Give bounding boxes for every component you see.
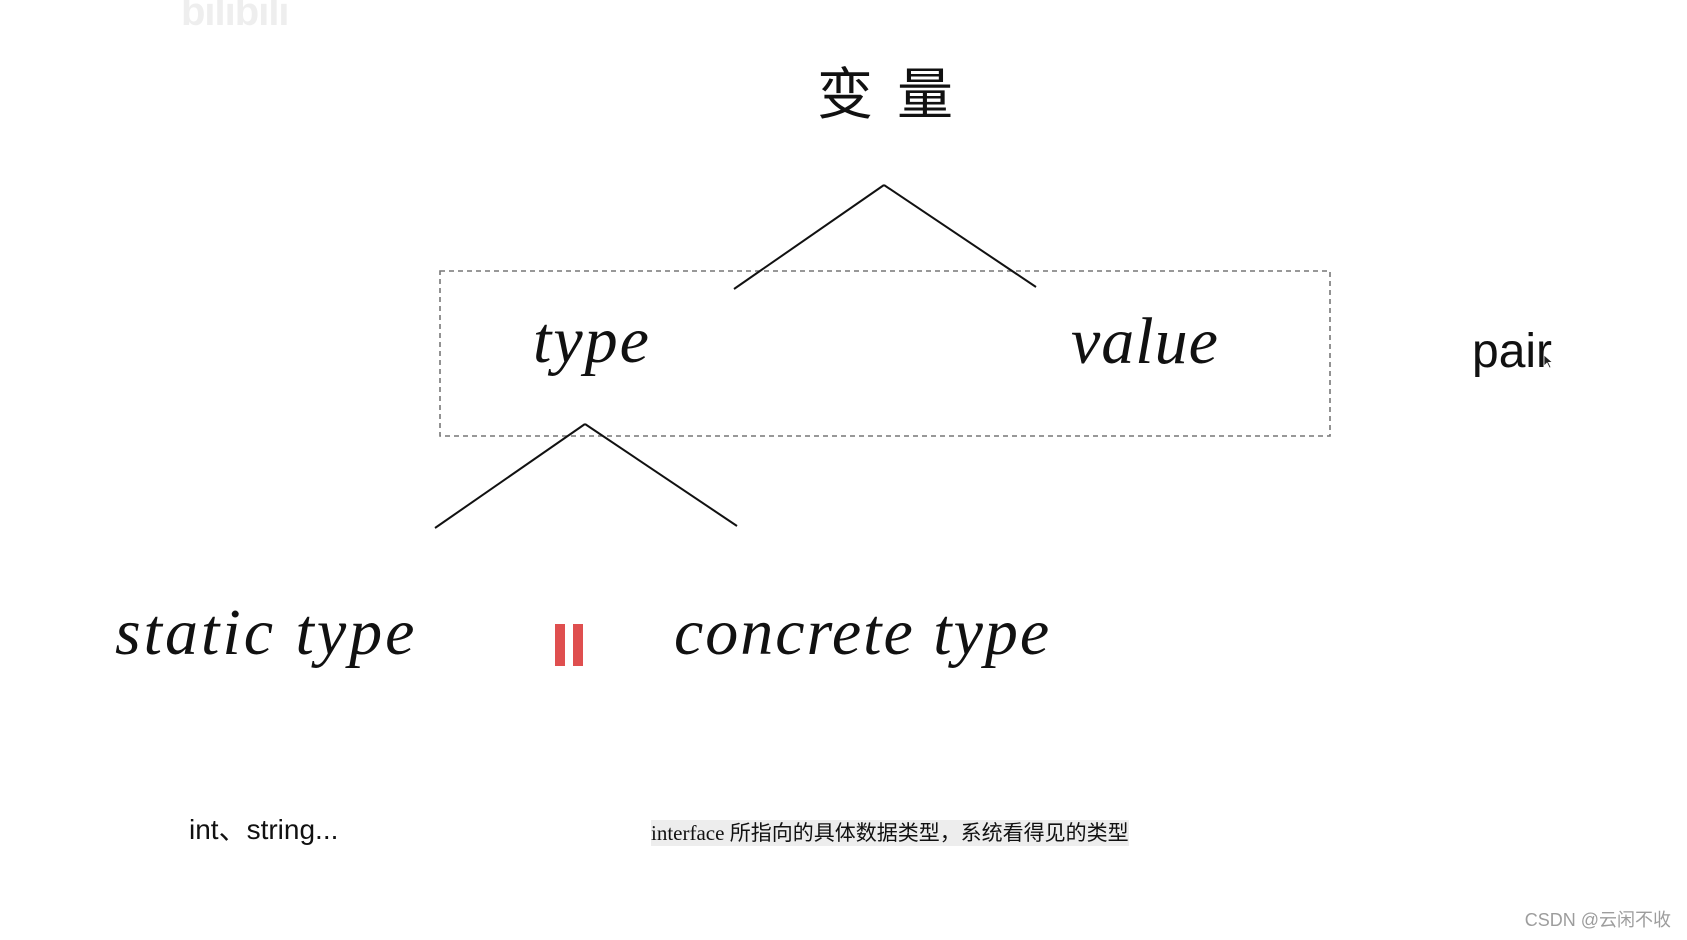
concrete-type-caption: interface 所指向的具体数据类型，系统看得见的类型 xyxy=(651,820,1129,846)
bilibili-watermark-logo: bilibili xyxy=(181,0,290,34)
value-node: value xyxy=(1071,305,1219,378)
static-type-node: static type xyxy=(115,596,418,669)
author-credit: CSDN @云闲不收 xyxy=(1524,910,1671,930)
pair-note: pair xyxy=(1472,325,1553,378)
static-type-caption: int、string... xyxy=(189,814,339,845)
variable-to-value-line xyxy=(883,184,1037,288)
diagram-title: 变量 xyxy=(817,63,977,128)
separator-bar-left xyxy=(555,624,565,666)
cursor-icon xyxy=(1543,354,1554,369)
type-to-static-type-line xyxy=(434,423,586,529)
variable-to-type-line xyxy=(733,184,885,290)
separator-bar-right xyxy=(573,624,583,666)
pair-dashed-box xyxy=(439,270,1331,437)
concrete-type-node: concrete type xyxy=(674,596,1052,669)
type-to-concrete-type-line xyxy=(584,423,738,527)
type-node: type xyxy=(533,304,651,377)
